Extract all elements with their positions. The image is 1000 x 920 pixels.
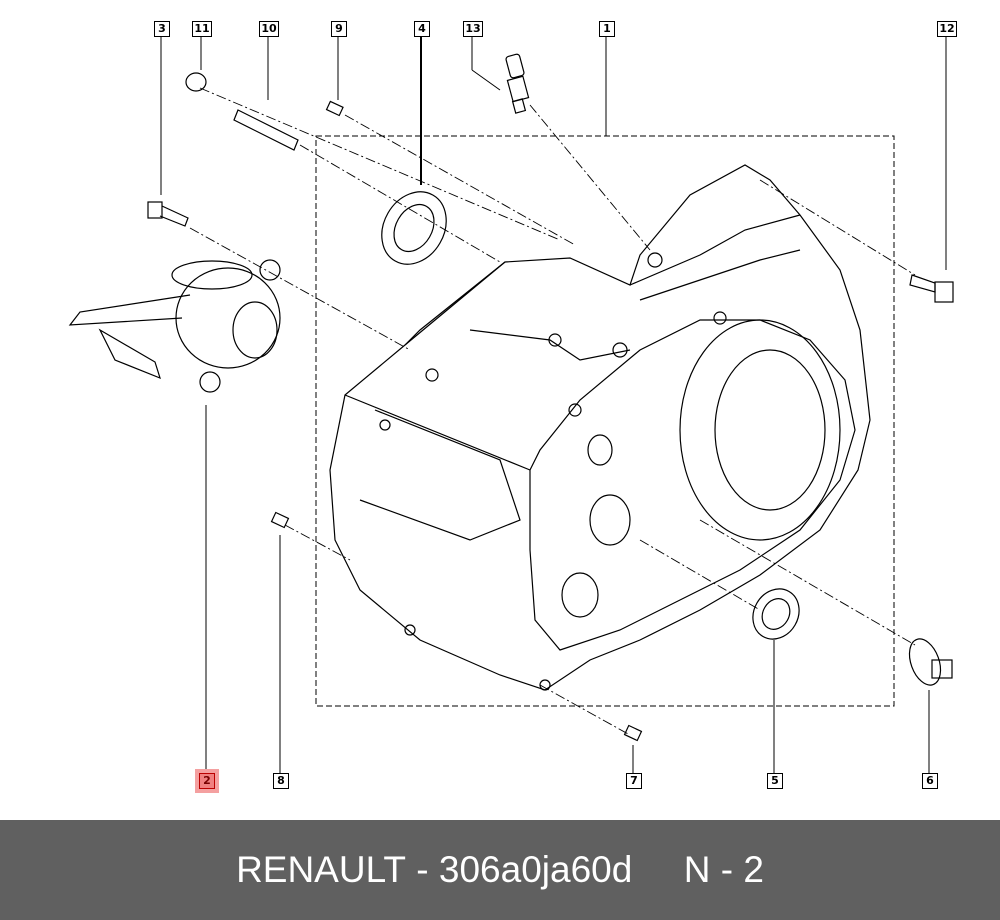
brand-label: RENAULT [236, 849, 407, 890]
callout-1[interactable]: 1 [599, 21, 615, 37]
gap [632, 849, 683, 891]
part-4-seal [381, 191, 447, 265]
part-8-dowel [270, 511, 290, 529]
part-6-plug [908, 638, 953, 686]
callout-6[interactable]: 6 [922, 773, 938, 789]
part-3-bolt [147, 201, 189, 227]
separator: - [406, 849, 439, 890]
callout-2-highlighted[interactable]: 2 [195, 769, 219, 793]
part-7-dowel [623, 724, 643, 742]
exploded-parts-diagram [68, 37, 954, 773]
callout-12[interactable]: 12 [937, 21, 957, 37]
position-label: N - 2 [683, 849, 764, 890]
callout-8[interactable]: 8 [273, 773, 289, 789]
callout-9[interactable]: 9 [331, 21, 347, 37]
leader-lines [160, 37, 947, 773]
assembly-axes [189, 87, 916, 736]
callout-7[interactable]: 7 [626, 773, 642, 789]
part-number: 306a0ja60d [438, 849, 633, 890]
part-5-seal [752, 588, 800, 640]
part-2-clutch-slave-cylinder [68, 259, 281, 393]
callout-5[interactable]: 5 [767, 773, 783, 789]
part-10-stud [233, 109, 299, 151]
callout-4[interactable]: 4 [414, 21, 430, 37]
assembly-boundary [315, 135, 895, 707]
gearbox-housing [329, 164, 871, 691]
part-9-dowel [325, 100, 344, 117]
part-12-bolt [909, 274, 954, 303]
callout-3[interactable]: 3 [154, 21, 170, 37]
part-11-washer [185, 72, 207, 92]
part-13-sensor [505, 53, 530, 114]
callout-13[interactable]: 13 [463, 21, 483, 37]
callout-10[interactable]: 10 [259, 21, 279, 37]
callout-11[interactable]: 11 [192, 21, 212, 37]
footer-caption: RENAULT - 306a0ja60d N - 2 [0, 820, 1000, 920]
